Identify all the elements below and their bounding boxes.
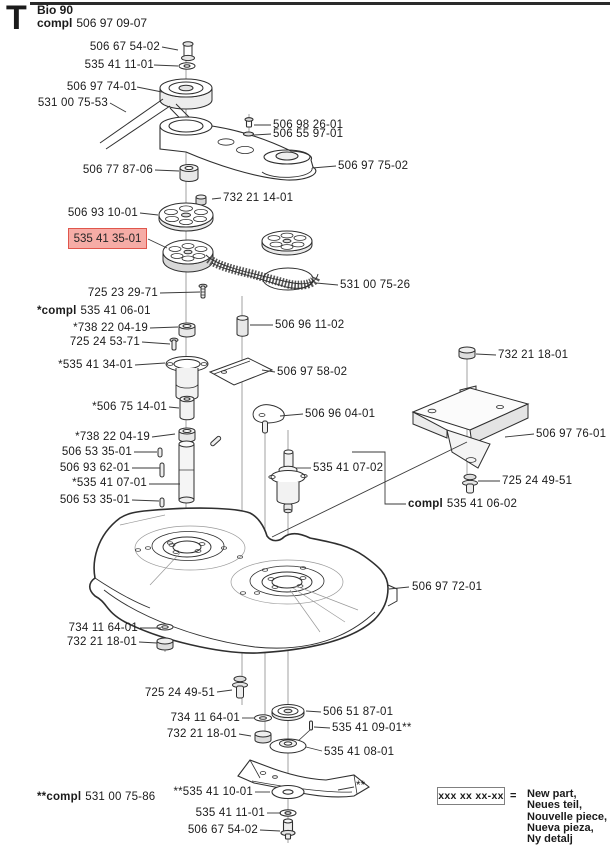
legend-equals: = bbox=[510, 790, 517, 802]
part-label: 506 93 10-01 bbox=[67, 207, 138, 219]
part-label: 732 21 14-01 bbox=[223, 192, 294, 204]
compl-prefix: **compl bbox=[37, 791, 82, 803]
part-label: 531 00 75-53 bbox=[37, 97, 108, 109]
part-number: 535 41 06-02 bbox=[446, 498, 518, 510]
part-label: 734 11 64-01 bbox=[68, 622, 138, 634]
compl-number: 506 97 09-07 bbox=[76, 16, 148, 30]
part-label: 506 97 72-01 bbox=[412, 581, 483, 593]
part-label: 535 41 08-01 bbox=[324, 746, 395, 758]
part-label: 535 41 11-01 bbox=[84, 59, 154, 71]
part-label: 725 24 53-71 bbox=[69, 336, 140, 348]
part-label: 506 97 75-02 bbox=[338, 160, 409, 172]
lower-fasteners-group bbox=[156, 623, 313, 754]
part-label: 732 21 18-01 bbox=[498, 349, 569, 361]
part-label: 535 41 09-01** bbox=[332, 722, 412, 734]
part-label: 506 67 54-02 bbox=[89, 41, 160, 53]
part-number: 535 41 06-01 bbox=[80, 305, 151, 317]
deck bbox=[88, 507, 398, 654]
part-label: *535 41 07-01 bbox=[72, 477, 147, 489]
legend-line-en: New part, bbox=[527, 788, 577, 800]
part-label: 506 53 35-01 bbox=[61, 446, 132, 458]
part-label: 506 97 76-01 bbox=[536, 428, 607, 440]
part-label: *738 22 04-19 bbox=[73, 322, 148, 334]
legend-meanings: New part, Neues teil, Nouvelle piece, Nu… bbox=[527, 788, 608, 846]
part-label: 725 24 49-51 bbox=[144, 687, 215, 699]
part-label: 734 11 64-01 bbox=[170, 712, 240, 724]
legend-line-sv: Ny detalj bbox=[527, 833, 573, 846]
part-number: 531 00 75-86 bbox=[85, 791, 156, 803]
blade-group bbox=[237, 759, 370, 840]
part-label: 506 96 04-01 bbox=[305, 408, 376, 420]
part-label: 506 93 62-01 bbox=[59, 462, 130, 474]
footnote-marker: ** bbox=[356, 780, 366, 792]
part-label: 506 77 87-06 bbox=[82, 164, 153, 176]
legend-line-es: Nueva pieza, bbox=[527, 821, 594, 834]
part-label: 535 41 11-01 bbox=[195, 807, 265, 819]
leader-lines bbox=[109, 46, 535, 832]
part-label: 506 67 54-02 bbox=[187, 824, 258, 836]
part-label: 506 55 97-01 bbox=[273, 128, 344, 140]
part-label: 506 97 58-02 bbox=[277, 366, 348, 378]
part-label: 506 51 87-01 bbox=[323, 706, 394, 718]
part-label: 506 53 35-01 bbox=[59, 494, 130, 506]
section-letter: T bbox=[6, 0, 27, 37]
part-label: **535 41 10-01 bbox=[173, 786, 253, 798]
part-label: 725 24 49-51 bbox=[502, 475, 573, 487]
arm-cover bbox=[159, 116, 317, 181]
legend-part-number-box: xxx xx xx-xx bbox=[437, 787, 505, 805]
part-label: *738 22 04-19 bbox=[75, 431, 150, 443]
part-label: 531 00 75-26 bbox=[340, 279, 411, 291]
center-axis-lines bbox=[164, 55, 468, 843]
spindle-parts-group bbox=[157, 315, 308, 514]
part-label: *506 75 14-01 bbox=[92, 401, 167, 413]
part-label: 535 41 07-02 bbox=[313, 462, 384, 474]
part-label: 732 21 18-01 bbox=[166, 728, 237, 740]
legend-line-fr: Nouvelle piece, bbox=[527, 810, 608, 823]
compl-prefix: compl bbox=[408, 498, 443, 510]
part-label: 506 98 26-01 bbox=[273, 119, 344, 131]
compl-prefix: compl bbox=[37, 16, 73, 30]
part-label: *535 41 34-01 bbox=[58, 359, 133, 371]
part-label: 506 97 74-01 bbox=[66, 81, 137, 93]
upper-pulley-stack bbox=[99, 41, 213, 150]
bracket-group bbox=[411, 346, 530, 494]
part-label: 732 21 18-01 bbox=[66, 636, 137, 648]
model-name: Bio 90 bbox=[37, 3, 74, 17]
legend-line-de: Neues teil, bbox=[527, 799, 583, 812]
part-label: 725 23 29-71 bbox=[87, 287, 158, 299]
compl-prefix: *compl bbox=[37, 305, 77, 317]
top-rule bbox=[30, 2, 610, 5]
part-label: 506 96 11-02 bbox=[275, 319, 345, 331]
pulley-and-belt-group bbox=[158, 164, 321, 299]
part-label-highlighted: 535 41 35-01 bbox=[68, 228, 147, 249]
